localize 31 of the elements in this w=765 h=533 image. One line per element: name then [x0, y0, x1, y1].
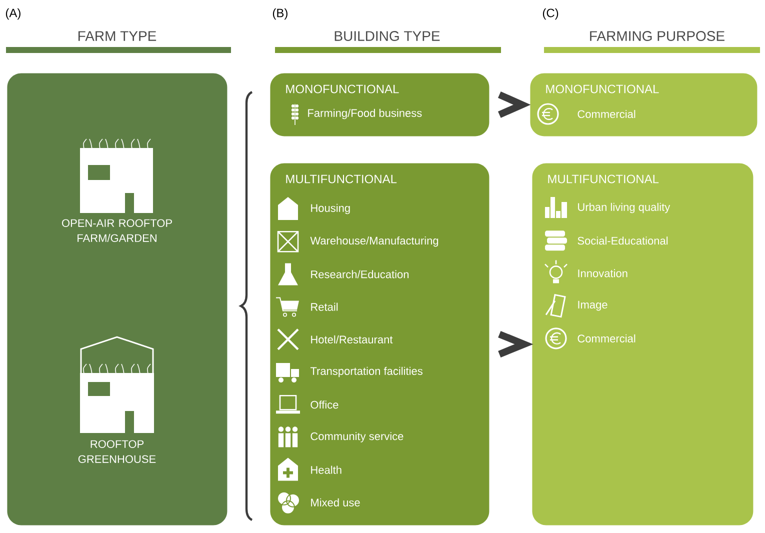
list-item: Mixed use	[311, 498, 360, 506]
list-item: Warehouse/Manufacturing	[310, 236, 438, 247]
list-item: Health	[311, 466, 342, 474]
list-item: Commercial	[578, 334, 636, 342]
list-item: Farming/Food business	[308, 108, 422, 120]
column-heading: BUILDING TYPE	[334, 31, 440, 41]
list-item: Office	[310, 400, 338, 409]
list-item: Social-Educational	[578, 236, 668, 245]
panel-heading: MONOFUNCTIONAL	[546, 84, 659, 94]
list-item: Image	[578, 300, 608, 311]
panel-letter: (B)	[272, 8, 288, 20]
panel-heading: MULTIFUNCTIONAL	[286, 174, 397, 184]
column-heading: FARMING PURPOSE	[590, 31, 724, 41]
list-item: Commercial	[578, 110, 636, 118]
panel-letter: (A)	[6, 8, 20, 20]
list-item: Hotel/Restaurant	[311, 335, 393, 344]
chevron-arrow	[498, 330, 534, 358]
list-item: Retail	[311, 302, 338, 311]
column-heading: FARM TYPE	[78, 31, 156, 41]
panel-letter: (C)	[542, 8, 558, 20]
list-item: Innovation	[578, 269, 628, 278]
chevron-arrow	[498, 92, 531, 118]
building-label: OPEN-AIR ROOFTOP FARM/GARDEN	[62, 219, 172, 242]
panel-heading: MULTIFUNCTIONAL	[548, 174, 659, 184]
list-item: Urban living quality	[578, 202, 670, 214]
list-item: Housing	[311, 204, 350, 214]
list-item: Transportation facilities	[310, 366, 422, 378]
list-item: Community service	[310, 432, 404, 442]
panel-heading: MONOFUNCTIONAL	[286, 84, 399, 94]
building-label: ROOFTOP GREENHOUSE	[78, 440, 156, 463]
list-item: Research/Education	[311, 270, 409, 278]
